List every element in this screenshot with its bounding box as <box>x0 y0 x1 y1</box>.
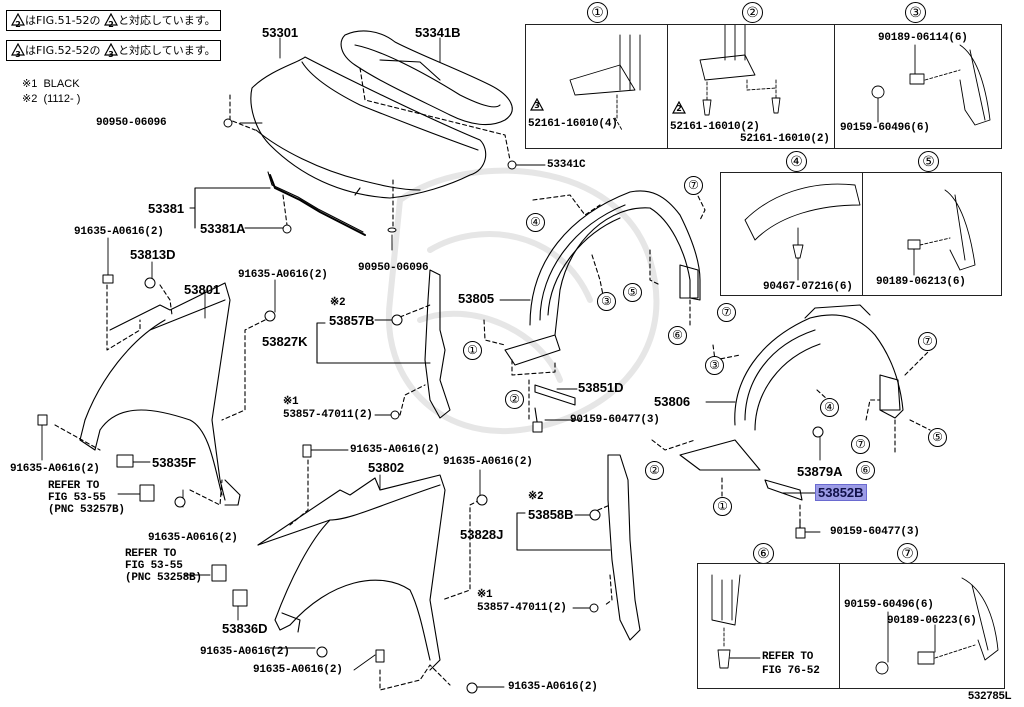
detail-2-number: ② <box>742 2 763 23</box>
callout-1[interactable]: ① <box>463 341 482 360</box>
callout-3[interactable]: ③ <box>705 356 724 375</box>
part-label-hood-insulator[interactable]: 53341B <box>415 25 461 40</box>
part-label-stay-53852b-highlighted[interactable]: 53852B <box>815 484 867 501</box>
part-label-hood[interactable]: 53301 <box>262 25 299 40</box>
watermark-emblem <box>385 167 660 435</box>
detail-box-4 <box>720 172 863 296</box>
detail-3-part[interactable]: 90159-60496(6) <box>840 122 930 134</box>
note-mark-1: ※1 <box>477 589 493 601</box>
part-label-seal[interactable]: 53381 <box>148 201 185 216</box>
callout-4[interactable]: ④ <box>526 213 545 232</box>
part-label-fender-liner-rear[interactable]: 53806 <box>654 394 691 409</box>
warning-triangle-icon: 2 <box>104 13 119 29</box>
detail-3-part[interactable]: 90189-06114(6) <box>878 32 968 44</box>
detail-2-part[interactable]: 52161-16010(2) <box>740 133 830 145</box>
hood-insulator-drawing <box>340 30 513 126</box>
callout-6[interactable]: ⑥ <box>668 326 687 345</box>
legend-item-2: ※2 (1112- ) <box>22 93 81 105</box>
part-label-bolt[interactable]: 91635-A0616(2) <box>148 532 238 544</box>
part-label-fender-liner-front[interactable]: 53805 <box>458 291 495 306</box>
part-label-bolt[interactable]: 91635-A0616(2) <box>200 646 290 658</box>
part-label-hood-bumper[interactable]: 90950-06096 <box>96 117 167 129</box>
part-label-bolt[interactable]: 91635-A0616(2) <box>10 463 100 475</box>
hood-drawing <box>250 56 487 199</box>
detail-7-part[interactable]: 90189-06223(6) <box>887 615 977 627</box>
part-label-screw[interactable]: 90159-60477(3) <box>830 526 920 538</box>
detail-7-part[interactable]: 90159-60496(6) <box>844 599 934 611</box>
warning-triangle-icon: 3 <box>530 98 544 111</box>
callout-7[interactable]: ⑦ <box>717 303 736 322</box>
callout-6[interactable]: ⑥ <box>856 461 875 480</box>
note-mark-2: ※2 <box>528 491 544 503</box>
detail-box-art <box>569 24 999 675</box>
note-mark-1: ※1 <box>283 396 299 408</box>
part-label-clip-53857[interactable]: 53857-47011(2) <box>283 409 373 421</box>
callout-7[interactable]: ⑦ <box>918 332 937 351</box>
part-label-clip-53858b[interactable]: 53858B <box>528 507 574 522</box>
detail-box-3 <box>834 24 1002 149</box>
detail-3-number: ③ <box>905 2 926 23</box>
callout-5[interactable]: ⑤ <box>928 428 947 447</box>
part-label-clip-53857[interactable]: 53857-47011(2) <box>477 602 567 614</box>
note-marker-2: 2 はFIG.51-52の 2 と対応しています。 <box>6 10 221 31</box>
detail-7-number: ⑦ <box>897 543 918 564</box>
part-label-fender-rh[interactable]: 53802 <box>368 460 405 475</box>
part-label-stay-53851d[interactable]: 53851D <box>578 380 624 395</box>
detail-1-number: ① <box>587 2 608 23</box>
callout-4[interactable]: ④ <box>820 398 839 417</box>
legend-item-1: ※1 BLACK <box>22 78 80 90</box>
part-label-fender-bracket[interactable]: 53813D <box>130 247 176 262</box>
detail-6-number: ⑥ <box>753 543 774 564</box>
part-label-screw[interactable]: 90159-60477(3) <box>570 414 660 426</box>
part-label-bolt[interactable]: 91635-A0616(2) <box>508 681 598 693</box>
part-label-bolt[interactable]: 91635-A0616(2) <box>443 456 533 468</box>
part-label-fender-lh[interactable]: 53801 <box>184 282 221 297</box>
warning-triangle-icon: 3 <box>104 43 119 59</box>
part-label-clip-53857b[interactable]: 53857B <box>329 313 375 328</box>
detail-5-part[interactable]: 90189-06213(6) <box>876 276 966 288</box>
part-label-seal-pad-lh[interactable]: 53827K <box>262 334 308 349</box>
note-marker-3: 3 はFIG.52-52の 3 と対応しています。 <box>6 40 221 61</box>
detail-4-number: ④ <box>786 151 807 172</box>
warning-triangle-icon: 3 <box>11 43 25 59</box>
part-label-bracket-53835f[interactable]: 53835F <box>152 455 197 470</box>
callout-7[interactable]: ⑦ <box>851 435 870 454</box>
part-label-bolt[interactable]: 91635-A0616(2) <box>238 269 328 281</box>
detail-1-part[interactable]: 52161-16010(4) <box>528 118 618 130</box>
figure-id: 532785L <box>968 690 1012 702</box>
callout-3[interactable]: ③ <box>597 292 616 311</box>
part-label-bolt[interactable]: 91635-A0616(2) <box>74 226 164 238</box>
warning-triangle-icon: 2 <box>672 101 686 114</box>
part-label-bolt[interactable]: 91635-A0616(2) <box>253 664 343 676</box>
callout-7[interactable]: ⑦ <box>684 176 703 195</box>
detail-box-7 <box>839 563 1005 689</box>
fender-liner-rear-drawing <box>679 304 904 471</box>
callout-5[interactable]: ⑤ <box>623 283 642 302</box>
part-label-bolt[interactable]: 91635-A0616(2) <box>350 444 440 456</box>
fender-lh-drawing <box>79 282 241 506</box>
detail-2-part[interactable]: 52161-16010(2) <box>670 121 760 133</box>
detail-box-5 <box>862 172 1002 296</box>
callout-2[interactable]: ② <box>505 390 524 409</box>
part-label-retainer-53879a[interactable]: 53879A <box>797 464 843 479</box>
part-label-bracket-53836d[interactable]: 53836D <box>222 621 268 636</box>
part-label-hood-clip[interactable]: 53341C <box>547 159 586 171</box>
callout-1[interactable]: ① <box>713 497 732 516</box>
detail-5-number: ⑤ <box>918 151 939 172</box>
fender-rh-drawing <box>257 474 446 671</box>
note-mark-2: ※2 <box>330 297 346 309</box>
part-label-hood-bumper-2[interactable]: 90950-06096 <box>358 262 429 274</box>
part-label-seal-clip[interactable]: 53381A <box>200 221 246 236</box>
part-label-seal-pad-rh[interactable]: 53828J <box>460 527 504 542</box>
detail-4-part[interactable]: 90467-07216(6) <box>763 281 853 293</box>
callout-2[interactable]: ② <box>645 461 664 480</box>
detail-box-1 <box>525 24 668 149</box>
warning-triangle-icon: 2 <box>11 13 25 29</box>
